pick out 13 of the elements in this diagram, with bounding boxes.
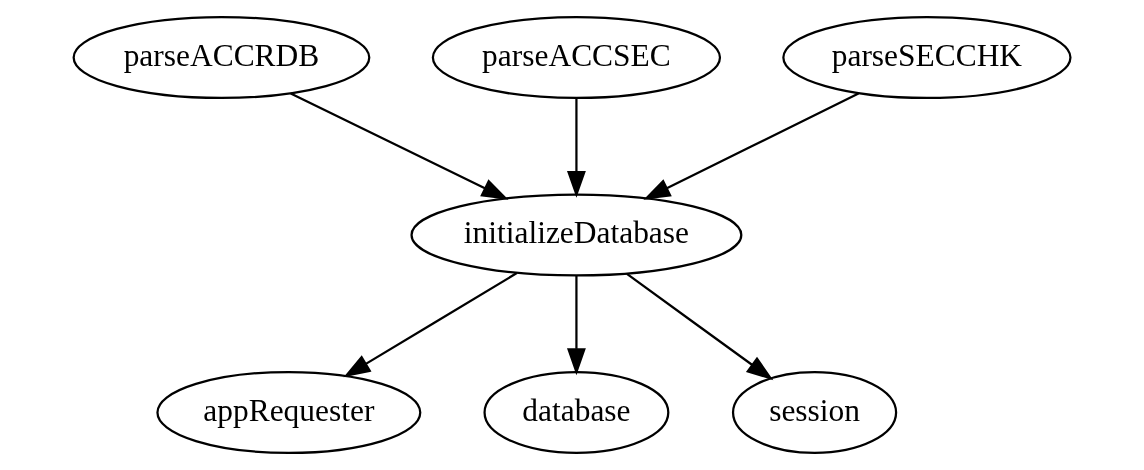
node-ellipse: database [483,370,670,455]
node-ellipse: parseACCRDB [72,15,371,100]
node-ellipse: appRequester [156,370,422,455]
arrow [566,98,586,198]
node-ellipse: parseACCSEC [431,15,722,100]
node-ellipse: initializeDatabase [410,193,743,277]
arrow [343,272,518,378]
arrow [643,92,859,200]
node-ellipse: session [731,370,898,455]
arrow [290,92,509,200]
arrow [566,275,586,376]
node-ellipse: parseSECCHK [782,15,1072,100]
arrow [626,273,774,381]
